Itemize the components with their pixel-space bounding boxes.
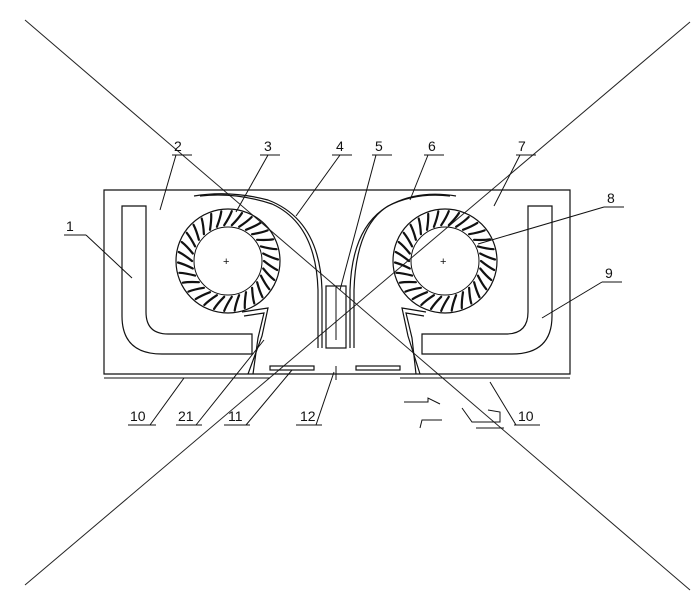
fan-blade <box>262 259 279 272</box>
fan-blade <box>450 294 458 312</box>
fan-blade <box>473 281 481 299</box>
fan-blade <box>473 238 492 242</box>
fan-blade <box>461 221 479 231</box>
fan-blade <box>262 252 280 261</box>
fan-blade <box>440 210 450 227</box>
fan-blade <box>256 238 275 242</box>
fan-blade <box>393 261 411 270</box>
fan-blade <box>397 240 411 255</box>
label-5: 5 <box>375 138 383 154</box>
fan-blade <box>181 280 200 284</box>
fan-blade <box>203 294 218 307</box>
label-10-left: 10 <box>130 408 146 424</box>
fan-blade <box>404 286 422 293</box>
label-8: 8 <box>607 190 615 206</box>
fan-blade <box>200 217 205 236</box>
label-9: 9 <box>605 265 613 281</box>
fan-blade <box>409 223 417 241</box>
fan-blade <box>259 274 271 291</box>
label-21: 21 <box>178 408 194 424</box>
fan-blade <box>178 271 197 277</box>
fan-blade <box>476 274 488 291</box>
cross-line-b <box>24 21 691 586</box>
cross-line-a <box>24 19 691 591</box>
label-11: 11 <box>228 408 243 424</box>
fan-blade <box>215 210 223 228</box>
center-channel <box>325 285 347 349</box>
fan-blade <box>251 229 269 236</box>
fan-blade <box>468 229 486 236</box>
fan-blade <box>411 291 429 301</box>
fan-blade <box>460 291 465 310</box>
left-volute <box>193 193 323 375</box>
label-12: 12 <box>300 408 316 424</box>
fan-blade <box>208 212 213 231</box>
detail-parts <box>404 397 504 429</box>
housing <box>103 189 571 379</box>
label-7: 7 <box>518 138 526 154</box>
left-duct <box>121 205 253 355</box>
fan-blade <box>479 252 497 261</box>
right-fan-center-mark: + <box>440 256 446 268</box>
label-10-right: 10 <box>518 408 534 424</box>
fan-blade <box>402 231 414 248</box>
fan-blade <box>447 211 461 227</box>
label-1: 1 <box>66 218 74 234</box>
right-duct <box>421 205 553 355</box>
left-fan-center-mark: + <box>223 256 229 268</box>
fan-blade <box>398 280 417 284</box>
fan-blade <box>192 223 200 241</box>
label-4: 4 <box>336 138 344 154</box>
fan-blade <box>180 240 194 255</box>
fan-blade <box>194 291 212 301</box>
fan-blade <box>479 259 496 272</box>
fan-blade <box>238 215 253 228</box>
fan-blade <box>429 295 443 311</box>
label-6: 6 <box>428 138 436 154</box>
fan-blade <box>262 267 276 282</box>
fan-blade <box>394 250 411 263</box>
left-fan <box>175 208 281 314</box>
fan-blade <box>233 294 241 312</box>
fan-blade <box>185 231 197 248</box>
fan-blade <box>395 271 414 277</box>
fan-blade <box>256 281 264 299</box>
part-labels: 1 2 3 4 5 6 7 8 9 10 21 11 12 10 <box>66 138 615 424</box>
fan-blade <box>243 291 248 310</box>
fan-blade <box>455 215 470 228</box>
fan-blade <box>223 295 233 312</box>
fan-blade <box>425 212 430 231</box>
fan-blade <box>244 221 262 231</box>
fan-blade <box>177 250 194 263</box>
fan-blade <box>223 210 233 227</box>
fan-blade <box>468 286 473 305</box>
label-2: 2 <box>174 138 182 154</box>
fan-blade <box>432 210 440 228</box>
fan-blade <box>440 295 450 312</box>
fan-blade <box>476 245 495 251</box>
cross-watermark <box>24 19 691 591</box>
right-volute <box>349 193 457 375</box>
right-fan <box>392 208 498 314</box>
label-3: 3 <box>264 138 272 154</box>
fan-blade <box>259 245 278 251</box>
fan-blade <box>417 217 422 236</box>
fan-blade <box>420 294 435 307</box>
fan-blade <box>187 286 205 293</box>
fan-blade <box>251 286 256 305</box>
fan-blade <box>479 267 493 282</box>
fan-blade <box>230 211 244 227</box>
fan-blade <box>176 261 194 270</box>
leader-lines <box>64 154 624 426</box>
fan-blade <box>212 295 226 311</box>
